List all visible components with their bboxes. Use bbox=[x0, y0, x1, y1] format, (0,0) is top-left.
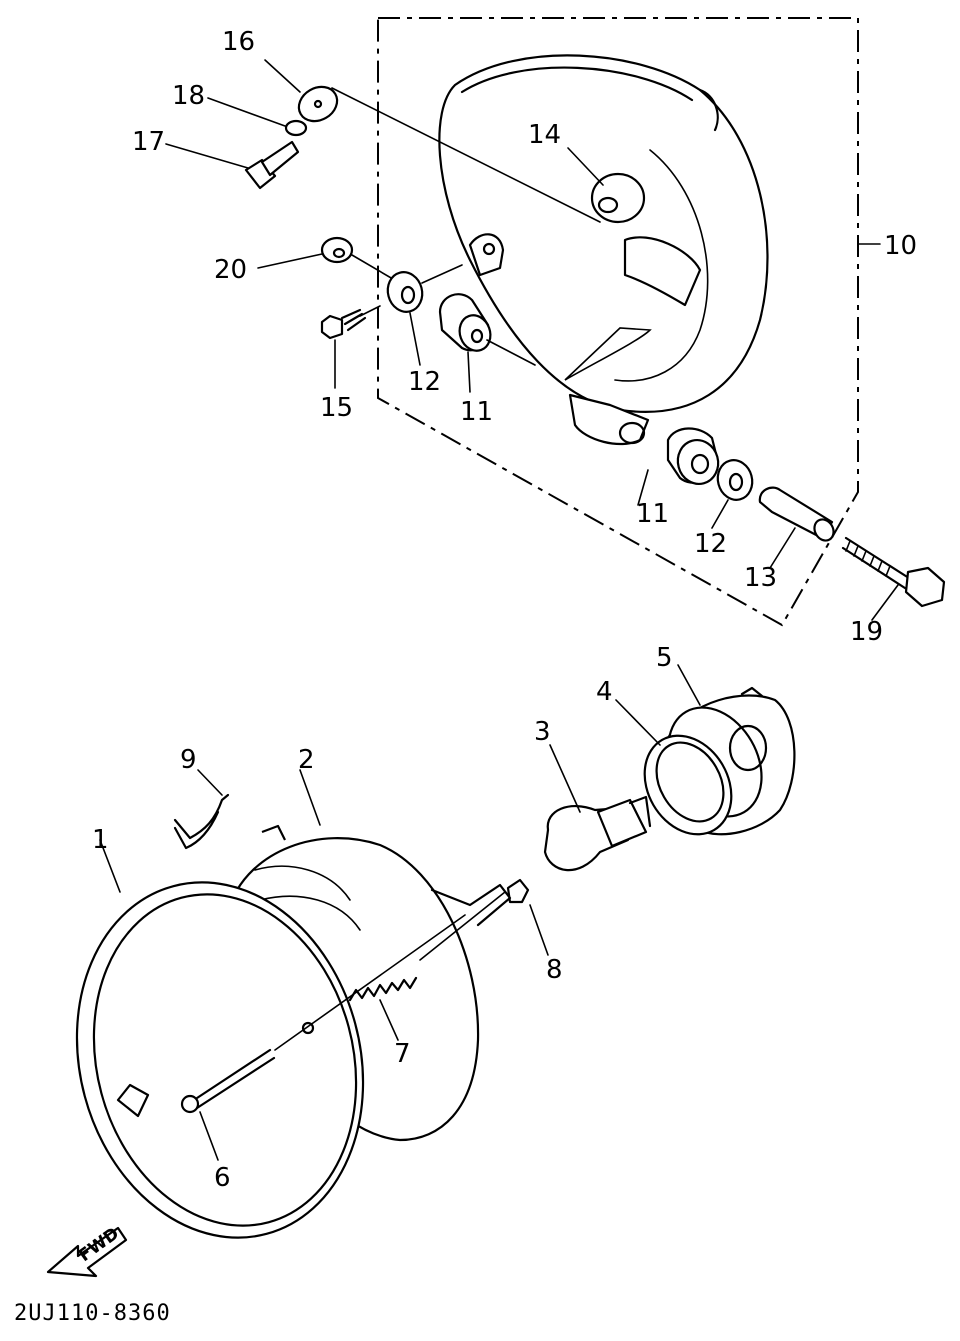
callout-5: 5 bbox=[656, 643, 673, 673]
callout-20: 20 bbox=[214, 255, 247, 285]
assembly-10-boundary bbox=[377, 17, 881, 627]
part-12-washer-upper bbox=[386, 264, 463, 366]
part-1-rim bbox=[75, 839, 365, 1239]
callout-15: 15 bbox=[320, 393, 353, 423]
callout-17: 17 bbox=[132, 127, 165, 157]
part-18-lock-washer bbox=[207, 97, 308, 137]
part-11-bushing-upper bbox=[438, 293, 536, 393]
callout-6: 6 bbox=[214, 1163, 231, 1193]
part-4-socket-ring bbox=[615, 699, 733, 836]
callout-14: 14 bbox=[528, 120, 561, 150]
part-13-collar bbox=[758, 486, 835, 569]
part-6-screw bbox=[180, 1048, 276, 1161]
part-19-bolt bbox=[841, 536, 946, 621]
part-8-nut bbox=[506, 878, 549, 956]
part-7-spring bbox=[348, 976, 418, 1041]
callout-11-lower: 11 bbox=[636, 499, 669, 529]
part-3-bulb bbox=[543, 744, 652, 872]
part-17-bolt bbox=[165, 140, 300, 190]
part-14-grommet bbox=[567, 147, 646, 224]
part-15-screw bbox=[320, 305, 381, 389]
callout-18: 18 bbox=[172, 81, 205, 111]
diagram-code: 2UJ110-8360 bbox=[14, 1301, 171, 1326]
callout-10: 10 bbox=[884, 231, 917, 261]
callout-9: 9 bbox=[180, 745, 197, 775]
callout-4: 4 bbox=[596, 677, 613, 707]
callout-2: 2 bbox=[298, 745, 315, 775]
callout-12-upper: 12 bbox=[408, 367, 441, 397]
fwd-arrow-icon: FWD bbox=[46, 1224, 128, 1278]
callout-11-upper: 11 bbox=[460, 397, 493, 427]
part-12-washer-lower bbox=[711, 459, 754, 529]
callout-3: 3 bbox=[534, 717, 551, 747]
callout-19: 19 bbox=[850, 617, 883, 647]
part-16-plate bbox=[264, 59, 601, 223]
headlight-housing bbox=[438, 54, 769, 445]
part-20-nut bbox=[257, 236, 399, 283]
callout-16: 16 bbox=[222, 27, 255, 57]
callout-7: 7 bbox=[394, 1039, 411, 1069]
callout-1: 1 bbox=[92, 825, 109, 855]
callout-13: 13 bbox=[744, 563, 777, 593]
part-11-bushing-lower bbox=[637, 427, 720, 506]
callout-12-lower: 12 bbox=[694, 529, 727, 559]
callout-8: 8 bbox=[546, 955, 563, 985]
part-9-clip bbox=[173, 769, 230, 850]
